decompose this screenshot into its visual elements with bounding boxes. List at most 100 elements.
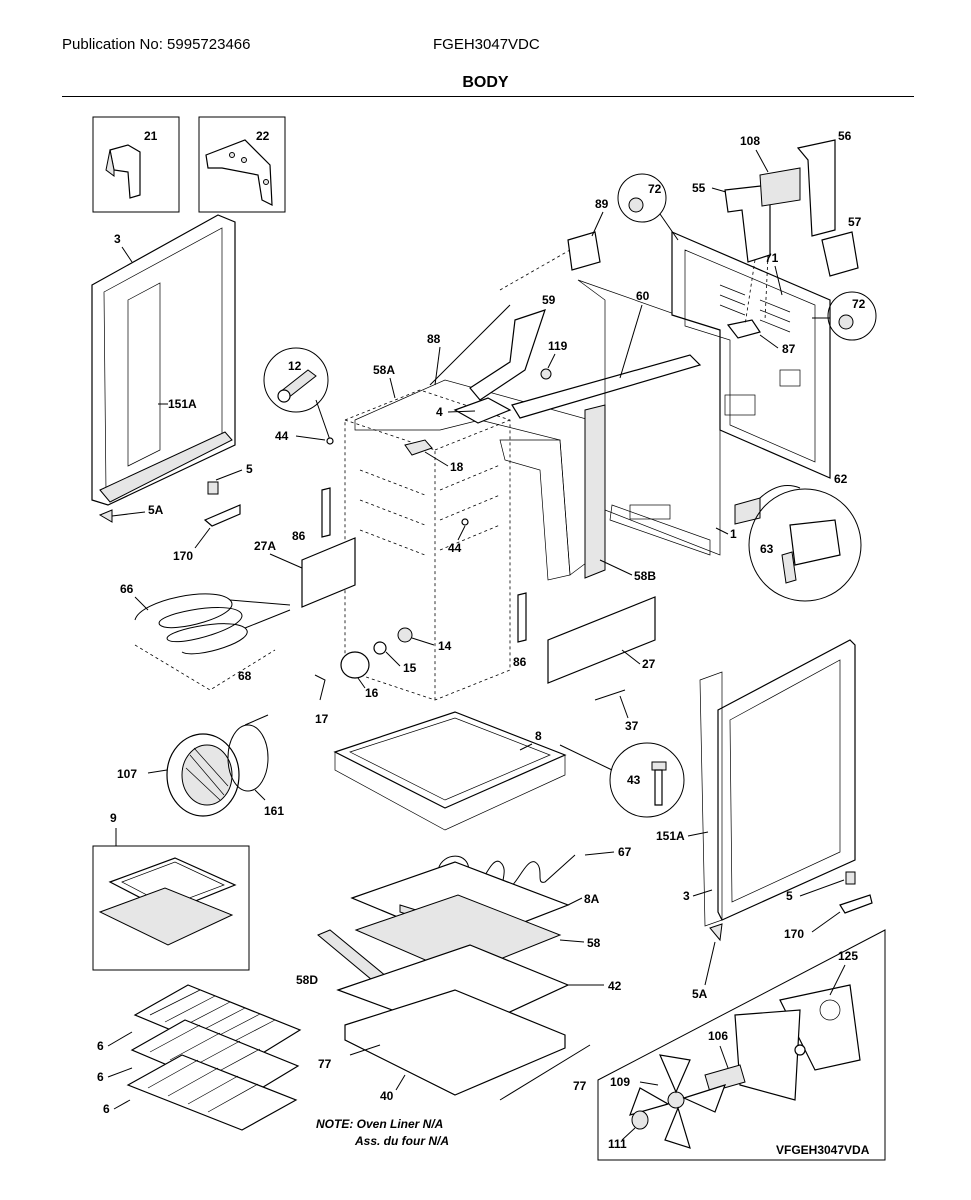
label-15: 15: [403, 661, 417, 675]
label-27A: 27A: [254, 539, 276, 553]
part-89: [567, 231, 601, 271]
label-3-right: 3: [683, 889, 690, 903]
convection-fan-assembly: [597, 929, 886, 1161]
label-62: 62: [834, 472, 848, 486]
label-14: 14: [438, 639, 452, 653]
hinge-170-left: [203, 504, 241, 527]
label-86-left: 86: [292, 529, 306, 543]
label-56: 56: [838, 129, 852, 143]
publication-number: Publication No: 5995723466: [62, 36, 251, 53]
oven-bottom-8: [333, 711, 567, 831]
rear-panel-71: [671, 231, 831, 479]
label-58: 58: [587, 936, 601, 950]
part-57: [821, 231, 859, 277]
insulation-58A: [354, 379, 591, 581]
callout-part-43: [559, 742, 685, 818]
label-109: 109: [610, 1075, 630, 1089]
label-6-mid: 6: [97, 1070, 104, 1084]
label-21: 21: [144, 129, 158, 143]
label-60: 60: [636, 289, 650, 303]
label-44-lower: 44: [448, 541, 462, 555]
rail-27: [547, 596, 656, 684]
part-119: [540, 368, 552, 380]
label-9: 9: [110, 811, 117, 825]
label-151A-left: 151A: [168, 397, 197, 411]
label-67: 67: [618, 845, 632, 859]
label-77-right: 77: [573, 1079, 587, 1093]
inset-part-9: [92, 845, 250, 971]
wire-88: [429, 304, 511, 386]
screw-5-left: [207, 481, 219, 495]
label-1: 1: [730, 527, 737, 541]
note-line-1: NOTE: Oven Liner N/A: [316, 1117, 443, 1131]
label-57: 57: [848, 215, 862, 229]
label-58B: 58B: [634, 569, 656, 583]
label-43: 43: [627, 773, 641, 787]
label-72-right: 72: [852, 297, 866, 311]
label-5A-left: 5A: [148, 503, 164, 517]
label-44-upper: 44: [275, 429, 289, 443]
rail-27A: [301, 537, 356, 608]
label-5A-right: 5A: [692, 987, 708, 1001]
label-8A: 8A: [584, 892, 600, 906]
oven-cavity: [344, 389, 511, 701]
label-106: 106: [708, 1029, 728, 1043]
part-111: [631, 1110, 649, 1130]
slide-77-left: [349, 1044, 381, 1056]
label-58A: 58A: [373, 363, 395, 377]
part-17: [314, 674, 326, 701]
part-59-duct: [469, 309, 546, 401]
label-170-left: 170: [173, 549, 193, 563]
bake-element-67: [437, 854, 576, 891]
label-125: 125: [838, 949, 858, 963]
label-18: 18: [450, 460, 464, 474]
callout-part-62: [748, 488, 862, 602]
label-107: 107: [117, 767, 137, 781]
label-68: 68: [238, 669, 252, 683]
fan-cover-107: [166, 733, 240, 817]
section-title: BODY: [462, 74, 509, 91]
label-87: 87: [782, 342, 796, 356]
part-37: [594, 689, 626, 701]
slide-77-right: [499, 1044, 591, 1101]
label-4: 4: [436, 405, 443, 419]
callout-part-72-upper: [617, 173, 679, 241]
inset-part-21: [92, 116, 180, 213]
label-5-left: 5: [246, 462, 253, 476]
label-42: 42: [608, 979, 622, 993]
insulation-58B: [584, 404, 606, 579]
callout-part-72-right: [812, 291, 877, 341]
part-4-plate: [453, 397, 512, 424]
label-37: 37: [625, 719, 639, 733]
label-8: 8: [535, 729, 542, 743]
label-12: 12: [288, 359, 302, 373]
label-63: 63: [760, 542, 774, 556]
clip-5A-left: [98, 509, 113, 523]
diagram-code: VFGEH3047VDA: [776, 1143, 870, 1157]
screw-5-right: [845, 871, 856, 885]
label-22: 22: [256, 129, 270, 143]
label-151A-right: 151A: [656, 829, 685, 843]
label-161: 161: [264, 804, 284, 818]
label-3-left: 3: [114, 232, 121, 246]
part-18: [404, 439, 433, 456]
label-40: 40: [380, 1089, 394, 1103]
inset-part-22: [198, 116, 286, 213]
convection-element-161: [227, 714, 269, 792]
part-60-bracket: [511, 354, 702, 419]
part-108: [759, 167, 801, 207]
terminal-block: [734, 497, 761, 525]
broil-element-66: [134, 593, 291, 655]
callout-part-12: [263, 347, 331, 441]
bracket-86-right: [517, 592, 527, 643]
oven-racks-6: [126, 984, 302, 1131]
label-111: 111: [608, 1137, 627, 1151]
label-170-right: 170: [784, 927, 804, 941]
left-side-panel: [91, 214, 236, 506]
hinge-170-right: [839, 894, 873, 914]
panel-40: [344, 989, 566, 1096]
part-87: [726, 319, 761, 339]
label-86-right: 86: [513, 655, 527, 669]
label-17: 17: [315, 712, 329, 726]
